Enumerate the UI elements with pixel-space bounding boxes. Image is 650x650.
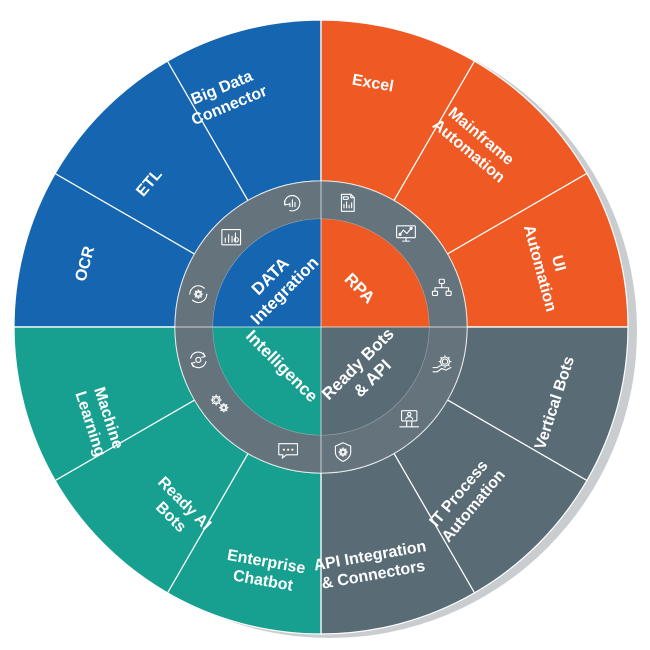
core-data[interactable] <box>213 219 321 327</box>
core-bots[interactable] <box>321 327 429 435</box>
hand-gear-icon <box>432 355 452 373</box>
user-monitor-icon <box>399 410 420 428</box>
core-rpa[interactable] <box>321 219 429 327</box>
shield-gear-icon <box>334 442 352 462</box>
document-report-icon <box>340 193 355 212</box>
gear-circle-icon <box>189 285 208 304</box>
hierarchy-gear-icon <box>431 278 452 296</box>
chat-bubble-icon <box>278 443 299 459</box>
analytics-refresh-icon <box>284 195 301 212</box>
gears-icon <box>210 394 229 413</box>
core-intelligence[interactable] <box>213 327 321 435</box>
bar-chart-icon <box>221 228 242 246</box>
brain-cycle-icon <box>190 351 207 369</box>
screen-workflow-icon <box>396 225 416 242</box>
